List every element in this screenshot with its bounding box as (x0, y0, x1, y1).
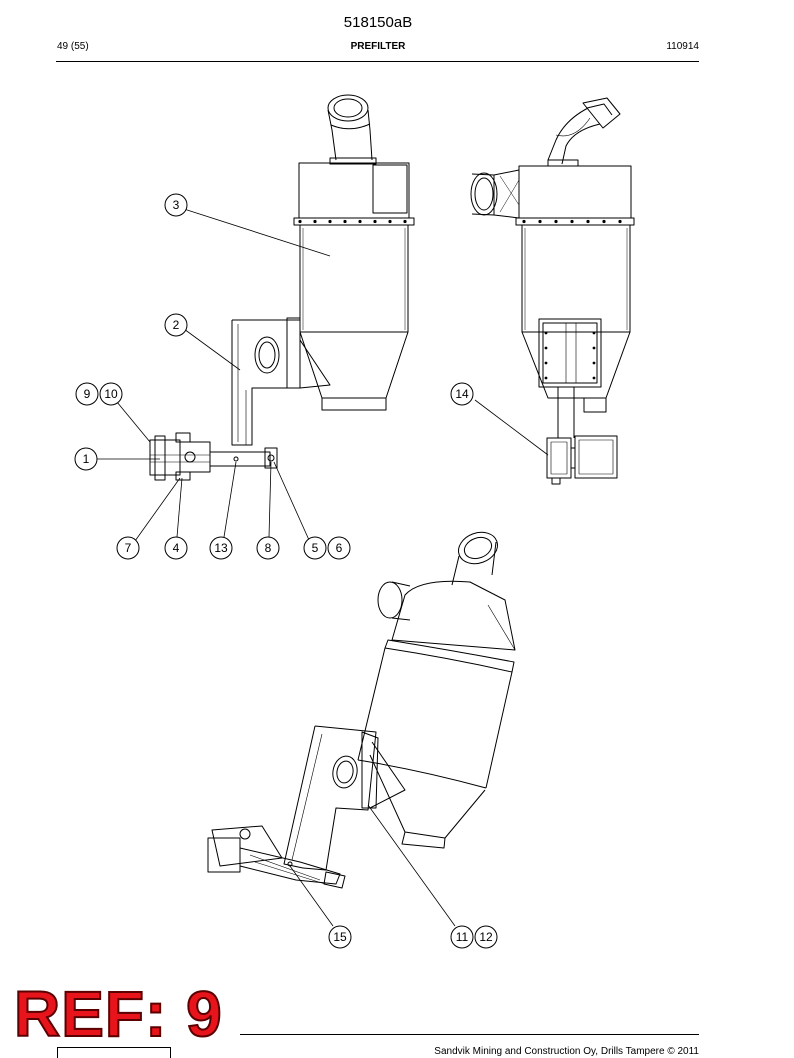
footer-copyright: Sandvik Mining and Construction Oy, Dril… (434, 1046, 699, 1057)
callout-bubble-7 (116, 536, 140, 560)
callout-bubble-6 (327, 536, 351, 560)
callout-bubble-15 (328, 925, 352, 949)
document-id: 518150aB (343, 14, 413, 31)
page-number: 49 (55) (57, 41, 89, 52)
callout-bubble-8 (256, 536, 280, 560)
header-rule (56, 61, 699, 62)
callout-bubbles (74, 193, 498, 949)
callout-10: 10 (104, 387, 118, 401)
callout-4: 4 (173, 541, 180, 555)
callout-14: 14 (455, 387, 469, 401)
callout-2: 2 (173, 318, 180, 332)
callout-3: 3 (173, 198, 180, 212)
callout-bubble-1 (74, 447, 98, 471)
callout-bubble-10 (99, 382, 123, 406)
callout-bubble-14 (450, 382, 474, 406)
callout-7: 7 (125, 541, 132, 555)
callout-bubble-9 (75, 382, 99, 406)
footer-rule (240, 1034, 699, 1035)
callout-bubble-11 (450, 925, 474, 949)
callout-bubble-5 (303, 536, 327, 560)
callout-8: 8 (265, 541, 272, 555)
document-code: 110914 (666, 41, 699, 52)
callout-6: 6 (336, 541, 343, 555)
prefilter-front-view (149, 94, 415, 481)
leader-lines (96, 208, 549, 927)
prefilter-side-view (470, 97, 635, 485)
callout-9: 9 (84, 387, 91, 401)
ref-stamp: REF: 9 (13, 978, 223, 1050)
callout-bubble-2 (164, 313, 188, 337)
callout-bubble-12 (474, 925, 498, 949)
prefilter-isometric-view (207, 531, 516, 889)
callout-15: 15 (333, 930, 347, 944)
callout-bubble-4 (164, 536, 188, 560)
page-title: PREFILTER (350, 41, 406, 52)
callout-12: 12 (479, 930, 493, 944)
callout-11: 11 (456, 930, 469, 944)
callout-5: 5 (312, 541, 319, 555)
callout-13: 13 (214, 541, 228, 555)
callout-bubble-3 (164, 193, 188, 217)
callout-bubble-13 (209, 536, 233, 560)
callout-1: 1 (83, 452, 90, 466)
